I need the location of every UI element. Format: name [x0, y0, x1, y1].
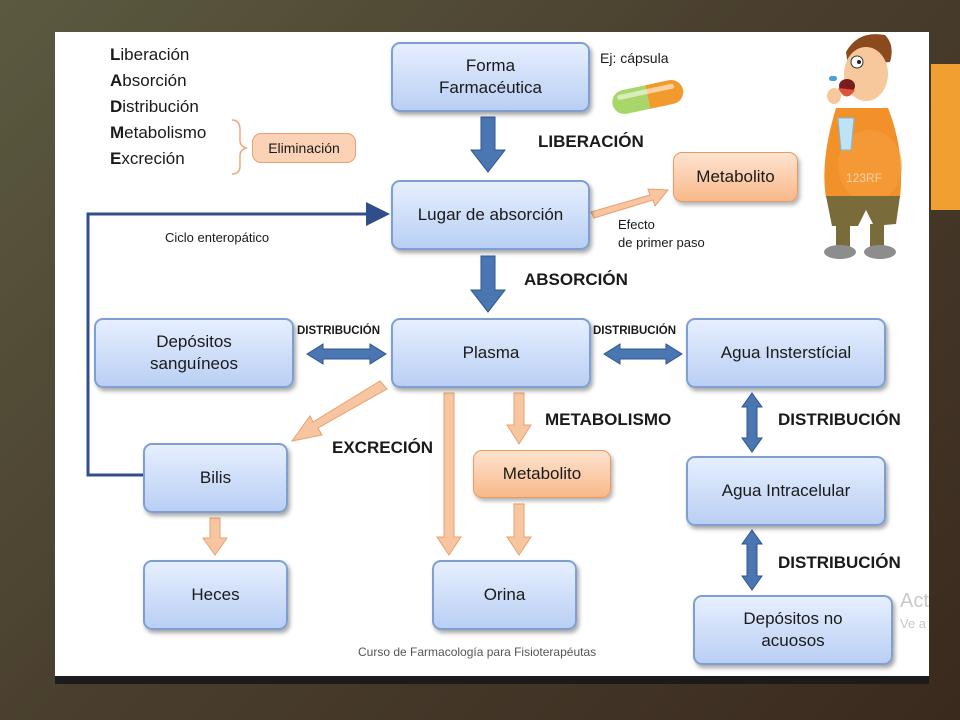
- activation-watermark-line1: Act: [900, 590, 929, 612]
- metabolito-top-box: Metabolito: [673, 152, 798, 202]
- arrow-bilis-heces: [202, 517, 228, 556]
- orina-box: Orina: [432, 560, 577, 630]
- ladme-item-distribucion: Distribución: [110, 97, 199, 116]
- eliminacion-label: Eliminación: [268, 139, 340, 156]
- distribucion-right-label: DISTRIBUCIÓN: [593, 325, 677, 337]
- ladme-item-excrecion: Excreción: [110, 149, 185, 168]
- absorcion-label: ABSORCIÓN: [524, 270, 628, 289]
- bilis-box: Bilis: [143, 443, 288, 513]
- man-illustration-icon: 123RF: [824, 34, 902, 259]
- activation-watermark-line2: Ve a: [900, 616, 927, 631]
- arrow-liberacion: [469, 116, 507, 173]
- plasma-box: Plasma: [391, 318, 591, 388]
- distribucion-vertical-1-label: DISTRIBUCIÓN: [778, 410, 901, 429]
- heces-box: Heces: [143, 560, 288, 630]
- arrow-distribucion-vertical-2: [741, 529, 763, 591]
- arrow-distribucion-right: [603, 343, 683, 365]
- distribucion-left-label: DISTRIBUCIÓN: [297, 325, 381, 337]
- arrow-metabolismo: [506, 392, 532, 445]
- arrow-excrecion: [290, 380, 388, 442]
- ladme-list: Liberación Absorción Distribución Metabo…: [110, 42, 206, 172]
- ladme-item-absorcion: Absorción: [110, 71, 187, 90]
- arrow-absorcion: [469, 255, 507, 313]
- ciclo-enteropatico-line: [86, 202, 390, 477]
- arrow-distribucion-left: [306, 343, 387, 365]
- arrow-first-pass: [590, 188, 670, 219]
- ladme-item-metabolismo: Metabolismo: [110, 123, 207, 142]
- agua-intersticial-box: Agua Insterstícial: [686, 318, 886, 388]
- ej-capsula-label: Ej: cápsula: [600, 50, 669, 66]
- liberacion-label: LIBERACIÓN: [538, 132, 644, 151]
- excrecion-label: EXCRECIÓN: [332, 438, 434, 457]
- metabolismo-label: METABOLISMO: [545, 410, 672, 429]
- metabolito-mid-box: Metabolito: [473, 450, 611, 498]
- bracket: [231, 119, 248, 175]
- footer-credit: Curso de Farmacología para Fisioterapéut…: [358, 645, 597, 659]
- agua-intracelular-box: Agua Intracelular: [686, 456, 886, 526]
- orange-accent-tab: [931, 64, 960, 210]
- arrow-plasma-orina: [436, 392, 462, 556]
- slide-bottom-bar: [55, 676, 929, 684]
- ciclo-enteropatico-label: Ciclo enteropático: [165, 230, 270, 245]
- capsule-icon: [612, 80, 684, 115]
- lugar-absorcion-box: Lugar de absorción: [391, 180, 590, 250]
- distribucion-vertical-2-label: DISTRIBUCIÓN: [778, 553, 901, 572]
- logo-watermark: 123RF: [846, 171, 882, 185]
- eliminacion-box: Eliminación: [252, 133, 356, 163]
- ladme-item-liberacion: Liberación: [110, 45, 190, 64]
- arrow-metabolito-orina: [506, 503, 532, 556]
- arrow-distribucion-vertical-1: [741, 392, 763, 453]
